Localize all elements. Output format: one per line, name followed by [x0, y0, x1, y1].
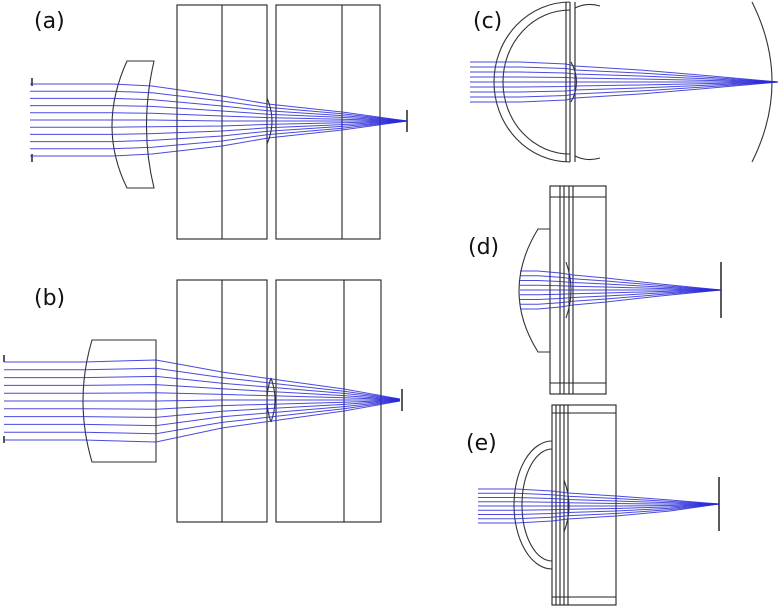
ray-line — [4, 392, 401, 401]
ray-line — [4, 400, 401, 427]
panel-a: (a) — [30, 4, 408, 240]
spherical-shell-inner-e — [521, 448, 553, 562]
panel-label-d: (d) — [468, 235, 499, 260]
ray-line — [478, 503, 720, 520]
ray-line — [470, 76, 779, 83]
ray-line — [470, 61, 779, 83]
ray-line — [4, 399, 401, 410]
ray-line — [478, 488, 720, 505]
spherical-shell-outer-e — [513, 440, 553, 570]
ray-line — [4, 399, 401, 418]
ray-line — [520, 289, 722, 310]
ray-line — [470, 81, 779, 98]
panel-b: (b) — [3, 279, 403, 523]
ray-line — [470, 81, 779, 88]
ray-bundle-c — [470, 61, 779, 103]
plate-top-edge-c — [574, 3, 601, 9]
ray-line — [470, 81, 779, 93]
ray-line — [30, 105, 408, 122]
ray-line — [520, 284, 722, 291]
ray-bundle-d — [520, 270, 722, 310]
ray-bundle-a — [30, 83, 408, 157]
ray-line — [520, 289, 722, 305]
ray-line — [4, 367, 401, 400]
ray-line — [30, 119, 407, 122]
glass-block-e — [551, 404, 617, 606]
plate-bottom-edge-c — [574, 155, 601, 161]
panel-label-b: (b) — [34, 286, 65, 311]
plano-convex-lens-d — [518, 228, 551, 353]
ray-line — [470, 71, 779, 83]
ray-line — [520, 289, 722, 300]
meniscus-lens-a — [111, 60, 155, 189]
ray-line — [478, 497, 720, 505]
ray-bundle-b — [4, 359, 401, 443]
ray-line — [478, 503, 720, 511]
ray-line — [30, 112, 408, 122]
ray-line — [520, 270, 722, 291]
ray-line — [30, 120, 408, 157]
ray-line — [30, 90, 408, 122]
ray-line — [30, 120, 408, 150]
ray-line — [4, 384, 401, 401]
ray-line — [520, 275, 722, 291]
panel-c: (c) — [470, 1, 779, 163]
ray-line — [478, 503, 720, 507]
ray-line — [520, 280, 722, 291]
ray-line — [4, 359, 401, 400]
ray-line — [30, 97, 408, 122]
ray-line — [478, 503, 720, 524]
ray-line — [470, 66, 779, 83]
ray-line — [478, 503, 720, 515]
ray-line — [520, 289, 722, 296]
ray-line — [478, 501, 720, 505]
ray-line — [478, 492, 720, 505]
ray-line — [30, 120, 408, 143]
ray-line — [470, 81, 779, 103]
panel-d: (d) — [468, 185, 722, 395]
ray-line — [4, 400, 401, 435]
ray-line — [4, 400, 401, 443]
ray-bundle-e — [478, 488, 720, 524]
panel-e: (e) — [466, 404, 720, 606]
ray-line — [30, 83, 408, 122]
ray-line — [30, 120, 408, 128]
panel-label-e: (e) — [466, 431, 497, 456]
ray-line — [4, 375, 401, 400]
ray-line — [30, 120, 408, 135]
ray-line — [4, 399, 400, 402]
panel-label-a: (a) — [34, 9, 65, 34]
panel-label-c: (c) — [473, 9, 502, 34]
